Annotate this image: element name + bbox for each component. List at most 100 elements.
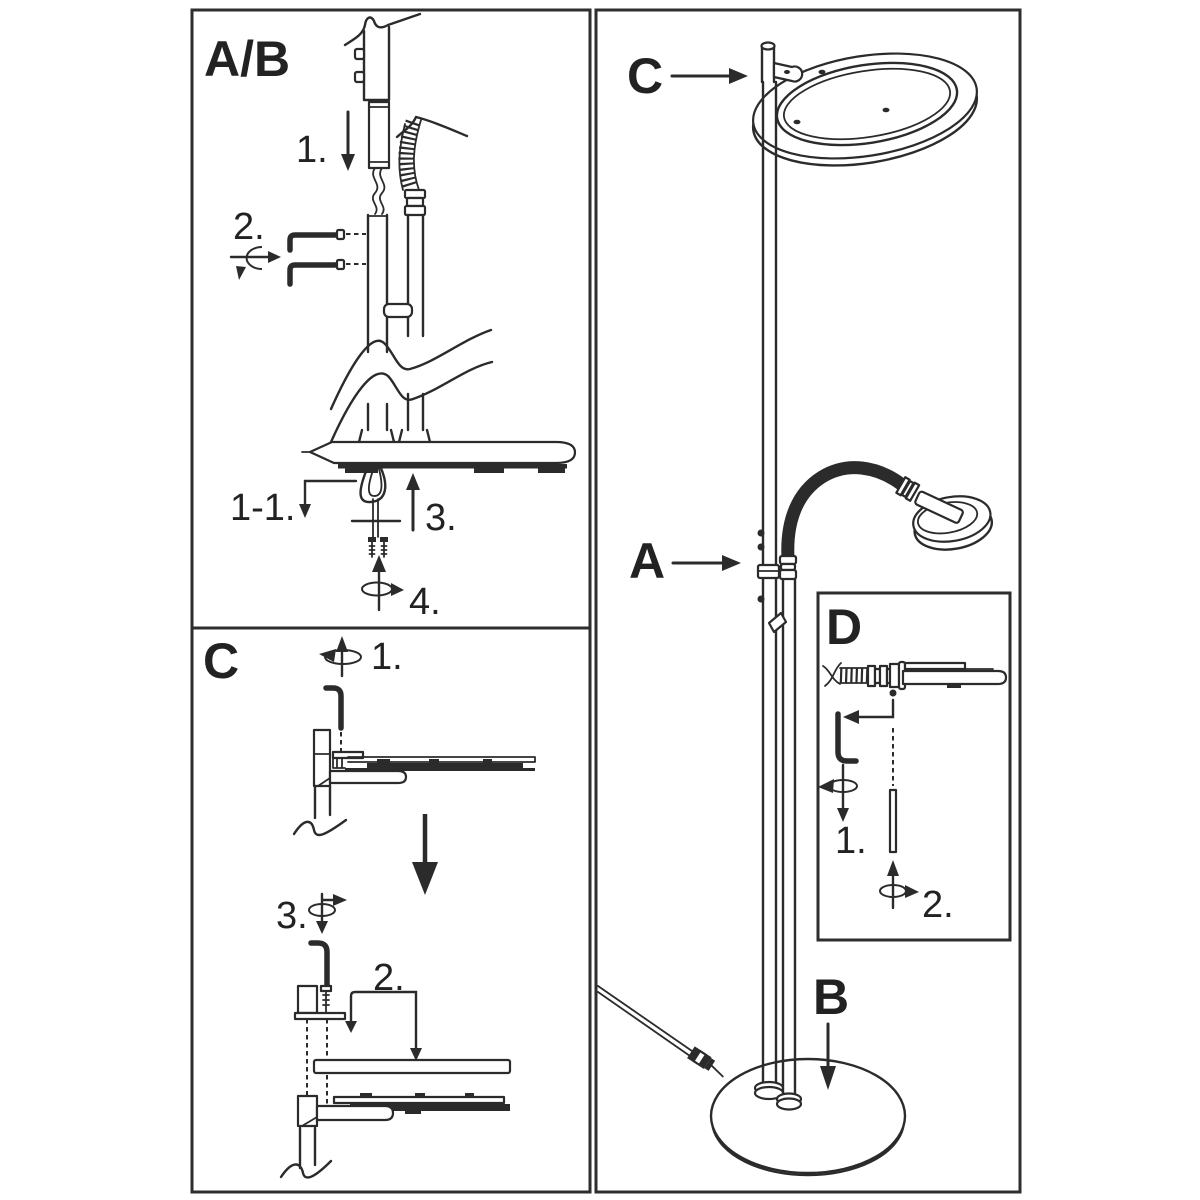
screw: [368, 537, 376, 558]
mount-bracket: [312, 728, 332, 788]
led-plate: [332, 1095, 506, 1105]
cable-wiggle: [371, 167, 379, 215]
c-step3-label: 3.: [276, 895, 308, 937]
reading-head-side-view: [822, 660, 1008, 697]
panel-ab-title: A/B: [204, 31, 290, 87]
pole-sleeve: [367, 100, 391, 170]
base-foot: [538, 468, 565, 473]
hinge-knuckle: [888, 662, 901, 689]
reading-head: [895, 476, 994, 551]
grub-screw-upper: [335, 228, 346, 241]
lower-pole-tube: [357, 213, 414, 444]
head-screw-dot: [818, 69, 826, 75]
reading-arm: [767, 461, 994, 1100]
step4-label: 4.: [409, 581, 441, 623]
tube-link-clamp: [382, 302, 414, 319]
head-mount-side-view-upper: [292, 728, 536, 837]
base-foot: [474, 468, 504, 473]
rotate-icon-horizontal: [229, 246, 281, 280]
clamp-plate: [331, 750, 365, 760]
c-step1-label: 1.: [371, 636, 403, 678]
step3-annotation: 3.: [406, 473, 457, 539]
adjust-screw: [757, 543, 765, 551]
mount-bracket: [296, 984, 319, 1015]
d-step1-label: 1.: [835, 820, 867, 862]
step1-label: 1.: [296, 129, 328, 171]
fixing-pin: [888, 788, 898, 854]
pole-top-joint: [760, 41, 804, 84]
led-module-strip: [350, 1104, 510, 1111]
step11-annotation: 1-1.: [230, 479, 358, 529]
label-a: A: [629, 533, 665, 589]
panel-d-title: D: [826, 599, 862, 655]
head-stem: [914, 490, 964, 524]
mount-bracket-lower: [296, 1094, 319, 1128]
adjust-screw: [757, 595, 765, 603]
pole-break-squiggle: [329, 328, 494, 444]
diffuser-plate: [312, 1058, 512, 1075]
gooseneck-tube: [395, 115, 469, 444]
hex-key-lower: [287, 262, 341, 287]
step2-annotation: 2.: [229, 206, 366, 287]
pole-break: [292, 818, 348, 837]
head-mount-exploded: 2.: [279, 957, 512, 1179]
head-screw-dot: [882, 107, 890, 113]
step4-annotation: 4.: [361, 537, 441, 623]
adjust-screw: [757, 529, 765, 537]
panel-ab-border: [190, 8, 592, 630]
arm-joint-ring: [778, 554, 798, 566]
pole-break: [279, 1159, 333, 1179]
hex-key: [308, 940, 330, 991]
panel-d-border: [816, 591, 1012, 942]
clamp-plate: [293, 1011, 347, 1021]
step1-annotation: 1.: [296, 110, 355, 171]
set-screw-top: [353, 47, 366, 61]
overview-panel: C A: [594, 8, 1022, 1194]
c-step3-annotation: 3.: [276, 892, 347, 991]
grub-screw: [889, 689, 897, 697]
d-step1-annotation: 1.: [818, 698, 895, 862]
label-b-annotation: B: [813, 969, 849, 1090]
set-screw-bottom: [353, 70, 366, 84]
support-arm: [328, 769, 408, 785]
arm-pole: [781, 577, 797, 1100]
hose-connector-ring: [403, 188, 427, 200]
label-c: C: [627, 48, 663, 104]
step2-label: 2.: [233, 206, 265, 248]
arm-peg: [767, 611, 788, 634]
label-a-annotation: A: [629, 533, 741, 589]
d-step2-label: 2.: [922, 884, 954, 926]
round-base: [709, 1057, 907, 1177]
panel-c: C 1.: [190, 626, 592, 1194]
ribbed-flex-hose: [398, 119, 421, 191]
hex-key-upper: [287, 232, 341, 253]
hex-key: [835, 711, 859, 764]
led-module-strip: [367, 763, 523, 768]
cable-loop-under-base: [350, 462, 402, 538]
base-foot: [345, 468, 378, 473]
base-plate-side-view: [301, 440, 577, 473]
panel-d: D: [816, 591, 1012, 942]
main-pole: [761, 80, 778, 1087]
cord-connector: [687, 1046, 701, 1062]
grub-screw-lower: [335, 258, 346, 271]
panel-c-title: C: [203, 633, 239, 689]
screw: [380, 537, 388, 558]
step11-label: 1-1.: [230, 487, 295, 529]
head-screw-dot: [793, 119, 801, 125]
upper-pole-section: [343, 12, 422, 215]
panel-ab: A/B 1.: [190, 8, 592, 630]
c-step1-annotation: 1.: [319, 636, 403, 756]
d-step2-annotation: 2.: [879, 728, 954, 926]
label-c-annotation: C: [627, 48, 748, 104]
power-cord: [597, 985, 724, 1078]
diffuser-plate-edge: [347, 756, 536, 763]
hex-key: [323, 685, 344, 731]
transition-arrow: [412, 814, 438, 895]
black-gooseneck: [781, 461, 908, 565]
head-body-bar: [901, 669, 1008, 686]
support-arm: [315, 1104, 395, 1122]
label-b: B: [813, 969, 849, 1025]
